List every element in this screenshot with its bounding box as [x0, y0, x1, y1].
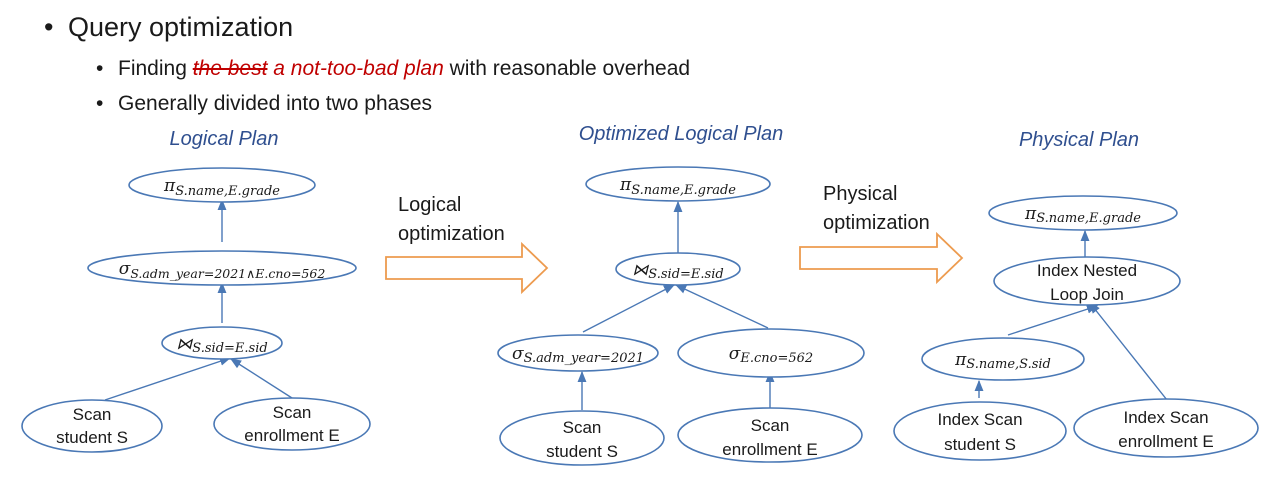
- optimized-scan-enrollment-line2: enrollment E: [722, 440, 817, 459]
- physical-optimization-arrow: [799, 231, 964, 285]
- logical-project-op: π: [163, 176, 176, 196]
- optimized-select-left-sub: S.adm_year=2021: [524, 351, 644, 366]
- sub1-struck: the best: [192, 57, 268, 80]
- optimized-select-left-node: σS.adm_year=2021: [497, 334, 659, 372]
- edge-phys-scan-right-to-join: [1089, 302, 1168, 401]
- physical-project-op: π: [1024, 204, 1037, 224]
- logical-scan-enrollment-line2: enrollment E: [244, 426, 339, 445]
- bullet-dot: •: [96, 92, 104, 115]
- bullet-dot: •: [44, 12, 54, 42]
- svg-text:σS.adm_year=2021∧E.cno=562: σS.adm_year=2021∧E.cno=562: [119, 259, 326, 281]
- sub1-suffix: with reasonable overhead: [443, 57, 691, 80]
- edge-opt-select-left-to-join: [582, 284, 675, 333]
- physical-scan-enrollment-line1: Index Scan: [1123, 408, 1208, 427]
- sub1-prefix: Finding: [118, 57, 193, 80]
- logical-optimization-label-line1: Logical: [398, 194, 461, 216]
- optimized-plan-title: Optimized Logical Plan: [579, 123, 784, 145]
- physical-join-node: Index Nested Loop Join: [993, 256, 1181, 306]
- optimized-join-op: ⋈: [632, 260, 649, 279]
- physical-optimization-label-line1: Physical: [823, 183, 897, 205]
- svg-text:⋈S.sid=E.sid: ⋈S.sid=E.sid: [176, 334, 267, 356]
- logical-scan-student-line1: Scan: [73, 405, 112, 424]
- svg-text:σS.adm_year=2021: σS.adm_year=2021: [512, 344, 644, 366]
- logical-optimization-label-line2: optimization: [398, 223, 505, 245]
- physical-join-line1: Index Nested: [1037, 261, 1137, 280]
- physical-project-node: πS.name,E.grade: [988, 195, 1178, 231]
- optimized-scan-student-node: Scan student S: [499, 410, 665, 466]
- optimized-select-right-sub: E.cno=562: [739, 351, 813, 366]
- edge-scan-enrollment-to-join: [230, 358, 293, 399]
- bullet-dot: •: [96, 57, 104, 80]
- physical-scan-enrollment-node: Index Scan enrollment E: [1073, 398, 1259, 458]
- optimized-select-right-node: σE.cno=562: [677, 328, 865, 378]
- optimized-scan-student-line1: Scan: [563, 418, 602, 437]
- bullet-sub2-text: Generally divided into two phases: [118, 92, 433, 115]
- optimized-project-sub: S.name,E.grade: [631, 183, 736, 198]
- logical-select-sub: S.adm_year=2021∧E.cno=562: [130, 266, 325, 281]
- logical-scan-student-node: Scan student S: [21, 399, 163, 453]
- logical-select-op: σ: [119, 259, 131, 279]
- logical-scan-enrollment-node: Scan enrollment E: [213, 397, 371, 451]
- logical-scan-student-line2: student S: [56, 428, 128, 447]
- logical-join-op: ⋈: [176, 334, 193, 353]
- logical-join-sub: S.sid=E.sid: [192, 341, 267, 356]
- bullet-sub1-text: Finding the best a not-too-bad plan with…: [118, 57, 690, 81]
- physical-plan-title: Physical Plan: [1019, 129, 1139, 151]
- svg-text:⋈S.sid=E.sid: ⋈S.sid=E.sid: [632, 260, 723, 282]
- optimized-select-right-op: σ: [729, 344, 741, 364]
- physical-scan-student-node: Index Scan student S: [893, 401, 1067, 461]
- svg-text:πS.name,E.grade: πS.name,E.grade: [619, 175, 736, 198]
- bullet-main-text: Query optimization: [68, 12, 294, 42]
- physical-scan-student-line2: student S: [944, 435, 1016, 454]
- optimized-project-op: π: [619, 175, 632, 195]
- logical-select-node: σS.adm_year=2021∧E.cno=562: [87, 250, 357, 286]
- logical-project-node: πS.name,E.grade: [128, 167, 316, 203]
- logical-plan-title: Logical Plan: [170, 128, 279, 150]
- svg-text:πS.name,E.grade: πS.name,E.grade: [163, 176, 280, 199]
- physical-scan-enrollment-line2: enrollment E: [1118, 432, 1213, 451]
- edge-opt-select-right-to-join: [674, 284, 769, 329]
- svg-text:σE.cno=562: σE.cno=562: [729, 344, 813, 366]
- optimized-project-node: πS.name,E.grade: [585, 166, 771, 202]
- physical-project-sub: S.name,E.grade: [1036, 211, 1141, 226]
- optimized-scan-enrollment-line1: Scan: [751, 416, 790, 435]
- physical-join-line2: Loop Join: [1050, 285, 1124, 304]
- optimized-select-left-op: σ: [512, 344, 524, 364]
- edge-scan-student-to-join: [104, 356, 232, 401]
- physical-project-left-sub: S.name,S.sid: [966, 357, 1051, 372]
- logical-join-node: ⋈S.sid=E.sid: [161, 326, 283, 360]
- optimized-scan-student-line2: student S: [546, 442, 618, 461]
- physical-optimization-label-line2: optimization: [823, 212, 930, 234]
- optimized-join-sub: S.sid=E.sid: [648, 267, 723, 282]
- physical-project-left-op: π: [954, 350, 967, 370]
- physical-project-left-node: πS.name,S.sid: [921, 337, 1085, 381]
- physical-scan-student-line1: Index Scan: [937, 410, 1022, 429]
- svg-text:πS.name,E.grade: πS.name,E.grade: [1024, 204, 1141, 226]
- logical-project-sub: S.name,E.grade: [175, 184, 280, 199]
- optimized-join-node: ⋈S.sid=E.sid: [615, 252, 741, 286]
- logical-scan-enrollment-line1: Scan: [273, 403, 312, 422]
- edge-phys-project-left-to-join: [1007, 304, 1099, 336]
- sub1-highlight: a not-too-bad plan: [267, 57, 444, 80]
- svg-text:πS.name,S.sid: πS.name,S.sid: [954, 350, 1051, 372]
- optimized-scan-enrollment-node: Scan enrollment E: [677, 407, 863, 463]
- logical-optimization-arrow: [385, 241, 549, 295]
